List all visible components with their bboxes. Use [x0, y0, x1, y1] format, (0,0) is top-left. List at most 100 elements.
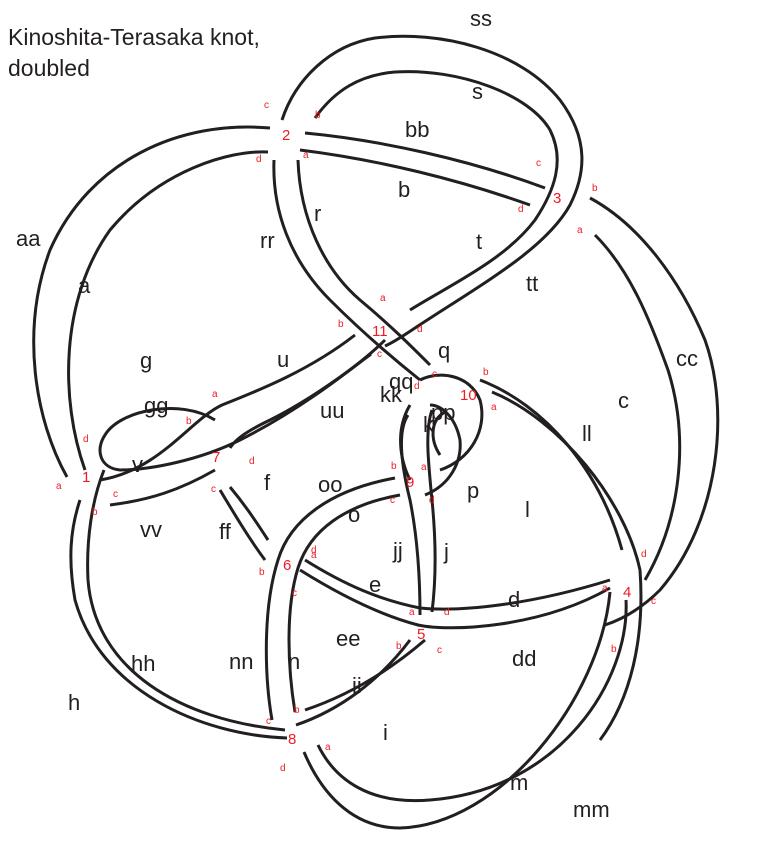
diagram-title-line-1: Kinoshita-Terasaka knot, [8, 24, 260, 50]
strand-inner [316, 599, 628, 803]
segment-label: bb [405, 117, 429, 142]
strand-outer [419, 373, 484, 472]
segment-label: l [525, 497, 530, 522]
crossing-end-label: d [641, 549, 647, 560]
segment-label: jj [392, 538, 403, 563]
crossing-end-label: a [577, 225, 583, 236]
crossing-end-label: d [83, 434, 89, 445]
strand-outer [400, 414, 422, 616]
segment-label: u [277, 347, 289, 372]
crossing-number: 3 [553, 190, 561, 207]
segment-label: g [140, 348, 152, 373]
crossing-number: 9 [406, 474, 414, 491]
crossing-end-label: a [311, 550, 317, 561]
crossing-end-label: d [249, 456, 255, 467]
segment-label: qq [389, 369, 413, 394]
strand-outer [295, 639, 412, 727]
strand-inner [296, 159, 432, 367]
crossing-number: 1 [82, 469, 90, 486]
segment-label: nn [229, 649, 253, 674]
strand-outer [32, 125, 271, 478]
segment-label: ss [470, 6, 492, 31]
crossing-end-label: d [518, 204, 524, 215]
strand-outer [264, 476, 396, 721]
strand-inner [424, 403, 462, 497]
strand-inner [228, 338, 387, 449]
strand-outer [228, 486, 270, 541]
crossing-end-label: b [186, 416, 192, 427]
segment-label: ee [336, 626, 360, 651]
segment-label: aa [16, 226, 41, 251]
strand-inner [299, 148, 531, 207]
segment-label: ii [352, 673, 362, 698]
crossing-number: 10 [460, 387, 477, 404]
crossing-end-label: c [432, 369, 437, 380]
strand-outer [302, 591, 612, 830]
segment-label: b [398, 177, 410, 202]
segment-label: h [68, 690, 80, 715]
crossing-end-label: a [602, 583, 608, 594]
segment-label: k [423, 412, 435, 437]
segment-label: ff [219, 519, 232, 544]
crossing-end-label: b [92, 507, 98, 518]
segment-label: o [348, 502, 360, 527]
segment-label: pp [431, 400, 455, 425]
segment-label: ll [582, 421, 592, 446]
strand-inner [426, 409, 437, 613]
crossing-end-label: c [292, 588, 297, 599]
crossing-end-label: c [536, 158, 541, 169]
crossing-end-label: c [377, 349, 382, 360]
segment-label: hh [131, 651, 155, 676]
strand-inner [593, 233, 682, 581]
strand-inner [218, 489, 267, 561]
strand-inner [304, 558, 611, 611]
segment-label: oo [318, 472, 342, 497]
strand-outer [280, 34, 584, 348]
crossing-end-label: d [280, 763, 286, 774]
crossing-end-label: d [311, 545, 317, 556]
strand-outer [299, 568, 611, 630]
strand-hook [399, 404, 412, 481]
segment-label: v [132, 452, 143, 477]
crossing-number: 7 [212, 449, 220, 466]
segment-label: f [264, 470, 271, 495]
segment-label: gg [144, 393, 168, 418]
crossing-end-label: a [409, 607, 415, 618]
crossing-number: 11 [372, 323, 388, 340]
crossing-end-label: c [264, 100, 269, 111]
crossing-end-label: c [113, 489, 118, 500]
segment-label: r [314, 201, 321, 226]
segment-label: s [472, 79, 483, 104]
crossing-end-label: c [437, 645, 442, 656]
crossing-end-label: c [390, 495, 395, 506]
strand-outer [272, 159, 421, 382]
segment-label: e [369, 572, 381, 597]
segment-labels: sssbbbtttrrraaauuuqqqgggvvvfffkkkpppoooj… [16, 6, 698, 822]
crossing-number: 6 [283, 557, 291, 574]
segment-label: n [288, 649, 300, 674]
crossing-number: 8 [288, 731, 296, 748]
segment-label: q [438, 338, 450, 363]
segment-label: c [618, 388, 629, 413]
strand-inner [304, 638, 426, 712]
strand-outer [589, 196, 720, 627]
segment-label: i [383, 720, 388, 745]
diagram-title: Kinoshita-Terasaka knot, doubled [8, 22, 260, 84]
crossing-number: 5 [417, 626, 425, 643]
segment-label: dd [512, 646, 536, 671]
crossing-end-label: b [396, 641, 402, 652]
strand-outer [491, 390, 643, 741]
crossing-end-label: d [429, 495, 435, 506]
crossing-end-label: b [259, 567, 265, 578]
segment-label: mm [573, 797, 610, 822]
crossing-end-label: b [338, 319, 344, 330]
crossing-end-label: a [491, 402, 497, 413]
strand-outer [304, 131, 546, 190]
segment-label: a [78, 273, 91, 298]
strand-inner [109, 468, 216, 507]
strand-inner [287, 493, 401, 713]
crossing-end-label: d [414, 381, 420, 392]
